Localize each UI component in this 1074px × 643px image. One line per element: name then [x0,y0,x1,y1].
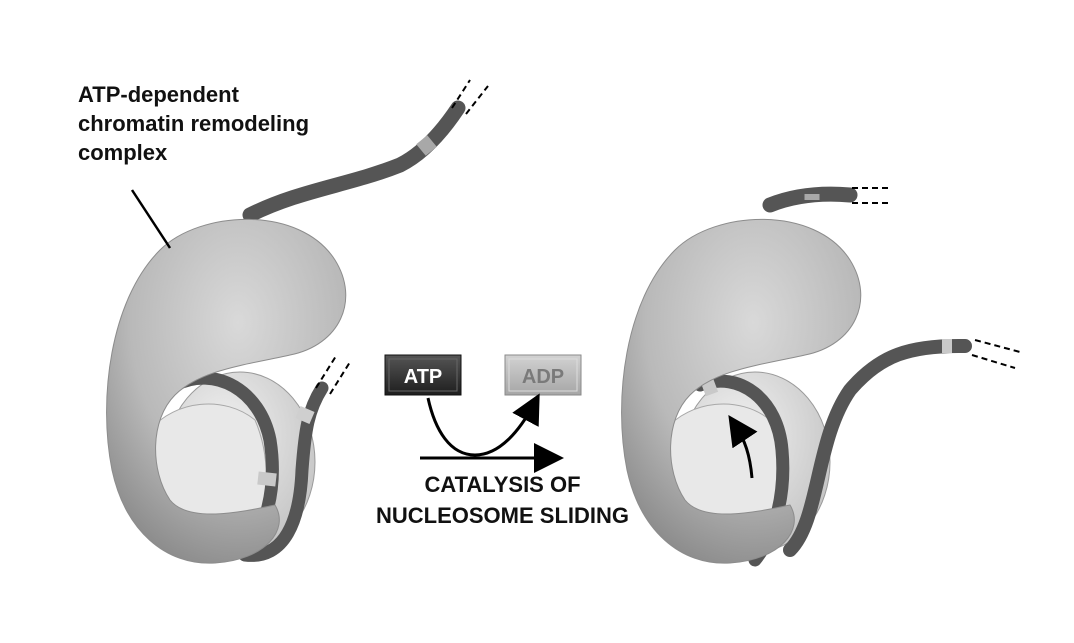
adp-label: ADP [522,366,564,388]
complex-label-line-2: chromatin remodeling [78,109,309,138]
atp-label: ATP [404,366,443,388]
reaction-caption: CATALYSIS OF NUCLEOSOME SLIDING [340,469,665,531]
left-dna-wrap-band [258,478,276,480]
complex-label-line-1: ATP-dependent [78,80,309,109]
right-nucleosome-assembly [622,188,1020,563]
reaction-caption-line-1: CATALYSIS OF [340,469,665,500]
atp-to-adp-curved-arrow [428,398,534,455]
label-pointer-line [132,190,170,248]
reaction-caption-line-2: NUCLEOSOME SLIDING [340,500,665,531]
right-dna-exit-dashed-end [972,340,1020,368]
left-dna-exit-band [298,412,312,418]
reaction-scheme: ATP ADP [385,355,581,458]
complex-label: ATP-dependent chromatin remodeling compl… [78,80,309,167]
right-dna-upper-dashed-end [852,188,892,203]
complex-label-line-3: complex [78,138,309,167]
left-dna-upper-band [421,141,432,150]
